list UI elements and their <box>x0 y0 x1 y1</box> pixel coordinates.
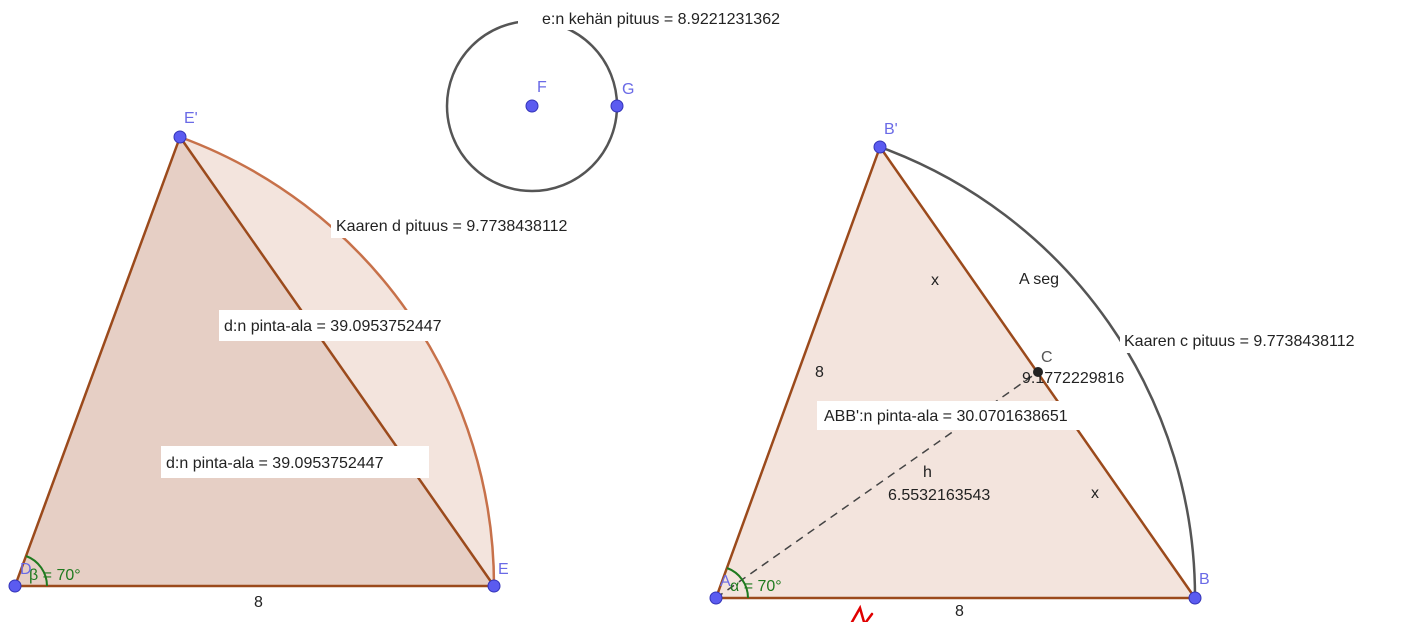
side-x-upper: x <box>931 272 939 289</box>
arc-c-caption: Kaaren c pituus = 9.7738438112 <box>1124 333 1355 350</box>
red-pen-mark <box>850 604 874 622</box>
point-f[interactable] <box>525 99 539 113</box>
point-a[interactable] <box>709 591 723 605</box>
circle-caption-bg <box>518 6 838 30</box>
point-b[interactable] <box>1188 591 1202 605</box>
segment-label: A seg <box>1019 271 1059 288</box>
right-figure: α = 70° 8 x x A seg h 6.5532163543 9.177… <box>709 121 1402 622</box>
circle-caption: e:n kehän pituus = 8.9221231362 <box>542 11 780 28</box>
right-base-length: 8 <box>955 603 964 620</box>
arc-d-caption: Kaaren d pituus = 9.7738438112 <box>336 218 568 235</box>
point-d[interactable] <box>8 579 22 593</box>
angle-alpha-label: α = 70° <box>730 578 782 595</box>
area-abb-caption-bg <box>817 401 1117 430</box>
area-caption-1: d:n pinta-ala = 39.0953752447 <box>224 318 442 335</box>
point-b-label: B <box>1199 571 1210 588</box>
area-caption-1-bg <box>219 310 487 341</box>
point-c[interactable] <box>1033 367 1043 377</box>
side-x-lower: x <box>1091 485 1099 502</box>
arc-d-caption-bg <box>331 211 621 238</box>
point-d-label: D <box>20 561 32 578</box>
triangle-abb-fill <box>716 147 1195 598</box>
edge-eprime-e[interactable] <box>178 136 496 587</box>
point-e-label: E <box>498 561 509 578</box>
point-c-label: C <box>1041 349 1053 366</box>
point-bprime[interactable] <box>873 140 887 154</box>
point-g[interactable] <box>610 99 624 113</box>
chord-value: 9.1772229816 <box>1022 370 1124 387</box>
edge-d-eprime[interactable] <box>13 136 182 587</box>
point-e[interactable] <box>487 579 501 593</box>
point-eprime[interactable] <box>173 130 187 144</box>
angle-alpha-marker <box>726 567 749 599</box>
circle-group: e:n kehän pituus = 8.9221231362 F G <box>445 6 838 193</box>
angle-beta-marker <box>25 555 48 587</box>
point-eprime-label: E' <box>184 110 198 127</box>
height-label: h <box>923 464 932 481</box>
left-figure: β = 70° E' D E 8 Kaaren d pituus = 9.773… <box>8 110 621 611</box>
point-f-label: F <box>537 79 547 96</box>
arc-c-caption-bg <box>1120 326 1402 353</box>
height-value: 6.5532163543 <box>888 487 990 504</box>
area-caption-2-bg <box>161 446 429 478</box>
arc-c[interactable] <box>879 145 1197 599</box>
angle-beta-label: β = 70° <box>29 567 81 584</box>
area-abb-caption: ABB':n pinta-ala = 30.0701638651 <box>824 408 1068 425</box>
edge-a-bprime[interactable] <box>714 146 882 599</box>
left-base-length: 8 <box>254 594 263 611</box>
left-side-length: 8 <box>815 364 824 381</box>
area-caption-2: d:n pinta-ala = 39.0953752447 <box>166 455 384 472</box>
point-g-label: G <box>622 81 634 98</box>
point-a-label: A <box>720 573 731 590</box>
point-bprime-label: B' <box>884 121 898 138</box>
